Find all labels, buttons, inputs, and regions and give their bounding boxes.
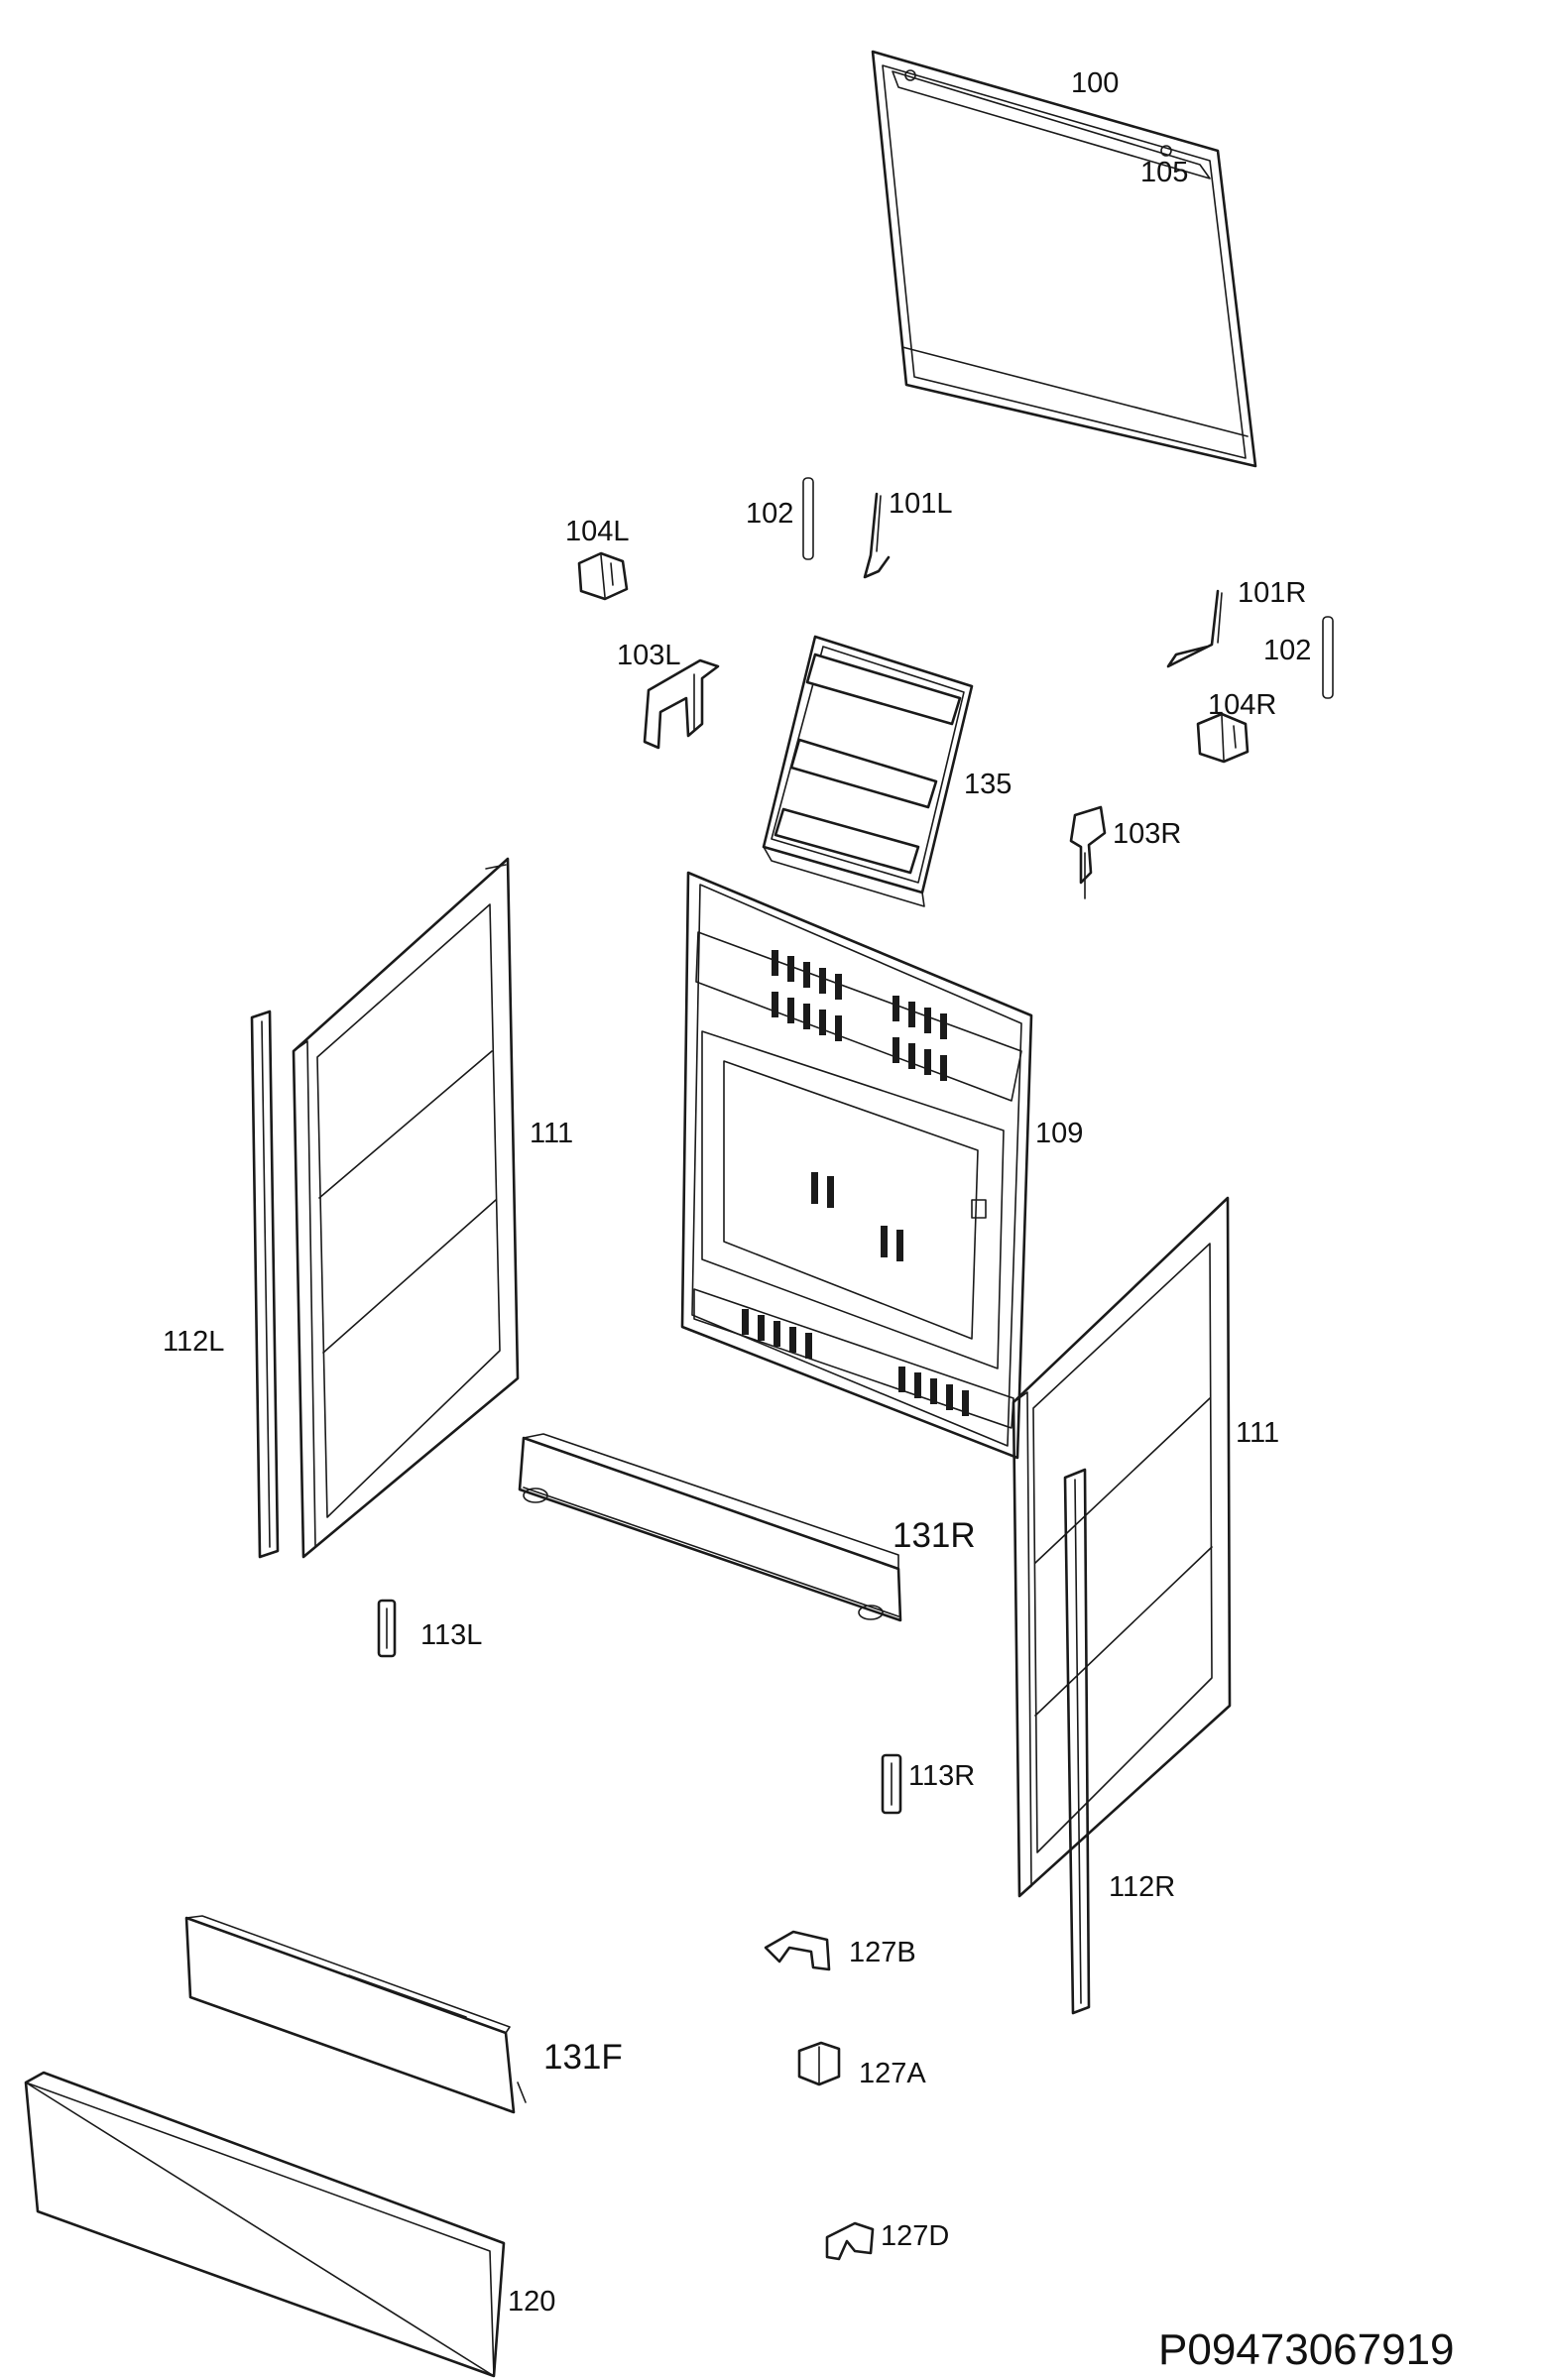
part-100-top-panel xyxy=(871,50,1257,468)
part-131F-front-rail xyxy=(184,1915,527,2114)
part-111-right-side-panel xyxy=(1012,1196,1232,1898)
part-103R-bracket xyxy=(1069,805,1107,899)
part-101R-hinge xyxy=(1166,589,1223,668)
part-127A-block xyxy=(797,2041,841,2086)
label-127A: 127A xyxy=(859,2058,926,2089)
part-127B-bracket xyxy=(764,1930,831,1971)
label-111: 111 xyxy=(1236,1417,1279,1449)
label-109: 109 xyxy=(1035,1118,1083,1149)
part-131R-rear-rail xyxy=(518,1433,902,1622)
part-104R-block xyxy=(1196,712,1250,764)
label-112R: 112R xyxy=(1109,1871,1175,1903)
label-113L: 113L xyxy=(420,1619,482,1651)
part-135-rear-shield xyxy=(762,635,974,907)
label-102: 102 xyxy=(1263,635,1311,666)
label-104L: 104L xyxy=(565,516,630,547)
part-113R-clip xyxy=(881,1753,902,1815)
label-104R: 104R xyxy=(1208,689,1276,721)
part-109-back-panel xyxy=(680,871,1033,1460)
label-111: 111 xyxy=(530,1118,573,1149)
label-103L: 103L xyxy=(617,640,681,671)
part-111-left-side-panel xyxy=(292,857,520,1559)
part-104L-block xyxy=(577,551,629,601)
diagram-code: P09473067919 xyxy=(1158,2325,1455,2374)
part-112R-side-strip xyxy=(1063,1468,1091,2015)
label-103R: 103R xyxy=(1113,818,1181,850)
label-105: 105 xyxy=(1140,157,1188,188)
label-131F: 131F xyxy=(543,2038,623,2077)
vent-slots-center xyxy=(811,1172,903,1261)
vent-slots-upper-right xyxy=(893,996,947,1081)
part-127D-bracket xyxy=(825,2221,875,2261)
callout-labels: 100 105 102 101L 104L 101R 102 103L 104R… xyxy=(163,67,1455,2374)
label-100: 100 xyxy=(1071,67,1119,99)
label-127D: 127D xyxy=(881,2220,949,2252)
part-103L-bracket xyxy=(643,658,720,750)
part-120-kick-panel xyxy=(24,2071,506,2378)
label-131R: 131R xyxy=(893,1516,976,1555)
label-101L: 101L xyxy=(889,488,953,520)
label-135: 135 xyxy=(964,769,1012,800)
part-112L-side-strip xyxy=(250,1010,280,1559)
label-120: 120 xyxy=(508,2286,555,2318)
label-102: 102 xyxy=(746,498,793,530)
part-102-rod-left xyxy=(802,477,814,560)
label-112L: 112L xyxy=(163,1326,224,1358)
part-102-rod-right xyxy=(1322,616,1334,699)
label-101R: 101R xyxy=(1238,577,1306,609)
vent-slots-lower xyxy=(742,1309,969,1416)
label-113R: 113R xyxy=(908,1760,975,1792)
label-127B: 127B xyxy=(849,1937,916,1968)
part-113L-clip xyxy=(377,1599,397,1658)
vent-slots-upper-left xyxy=(772,950,842,1041)
part-101L-hinge xyxy=(863,492,891,579)
